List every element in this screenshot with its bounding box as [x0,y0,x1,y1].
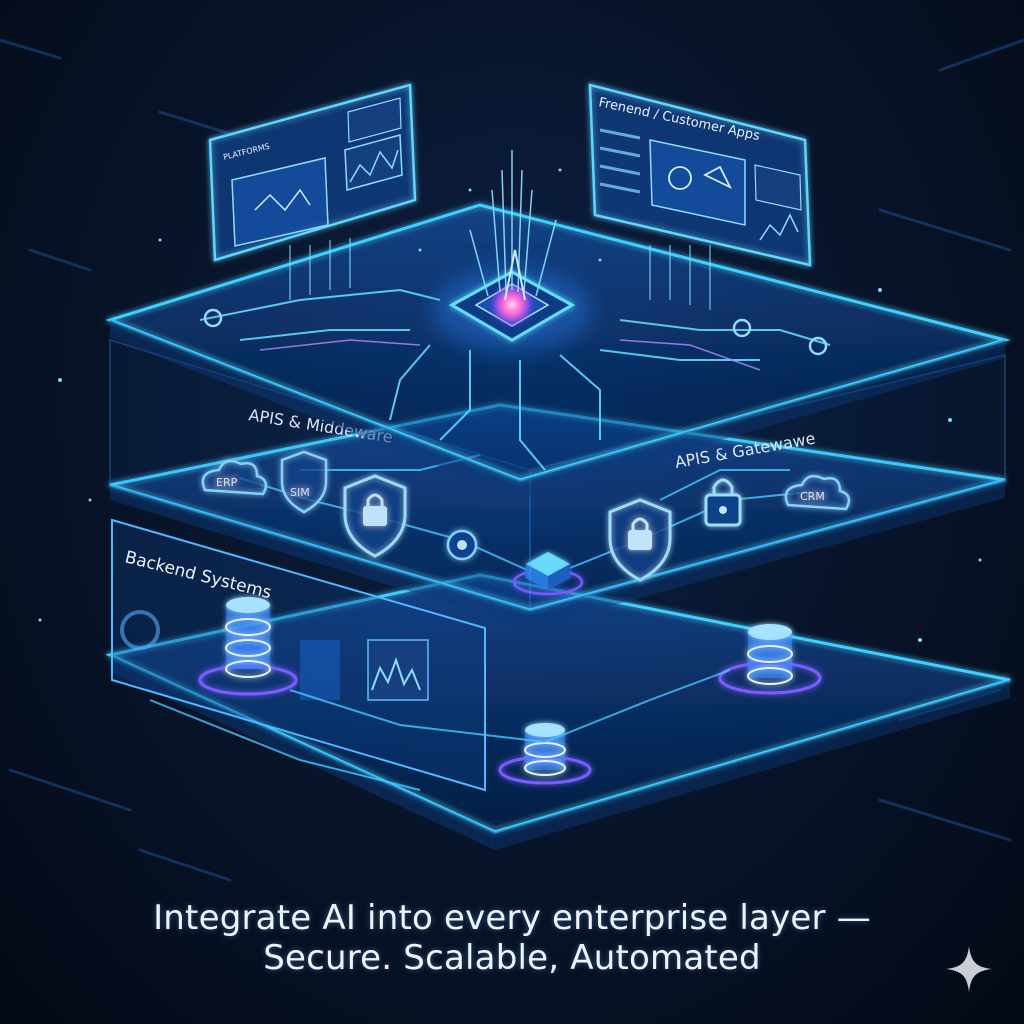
customer-apps-image [649,139,746,226]
caption-line-1: Integrate AI into every enterprise layer… [153,898,871,938]
customer-apps-panel: Frenend / Customer Apps [588,83,812,267]
connector-node [732,318,752,338]
background-streaks [0,38,1024,882]
database-icon [198,597,298,696]
lock-icon [704,478,742,527]
erp-label: ERP [216,476,238,489]
sparkle-icon [946,946,992,992]
platforms-map-view [231,157,329,247]
ai-core-chip [432,150,592,352]
backend-chart-panel [367,639,429,701]
crm-cloud-icon: CRM [784,474,851,511]
platforms-panel: PLATFORMS [208,83,417,262]
lock-shield-icon [343,474,407,558]
hub-cube-icon [512,552,584,596]
particle-dots [38,168,982,642]
database-icon [718,624,822,695]
connector-node [808,336,828,356]
crm-label: CRM [800,490,825,503]
caption-line-2: Secure. Scalable, Automated [263,938,761,978]
erp-cloud-icon: ERP [201,459,268,496]
sim-shield-icon: SIM [280,450,328,514]
backend-gauge-icon [120,610,160,650]
ai-core-layer [105,150,1011,498]
platforms-chart-area [344,134,403,191]
backend-layer: Backend Systems [105,518,1011,850]
network-node-icon [446,529,478,561]
sim-label: SIM [290,486,310,499]
connector-node [203,308,223,328]
lock-shield-icon [608,498,672,582]
